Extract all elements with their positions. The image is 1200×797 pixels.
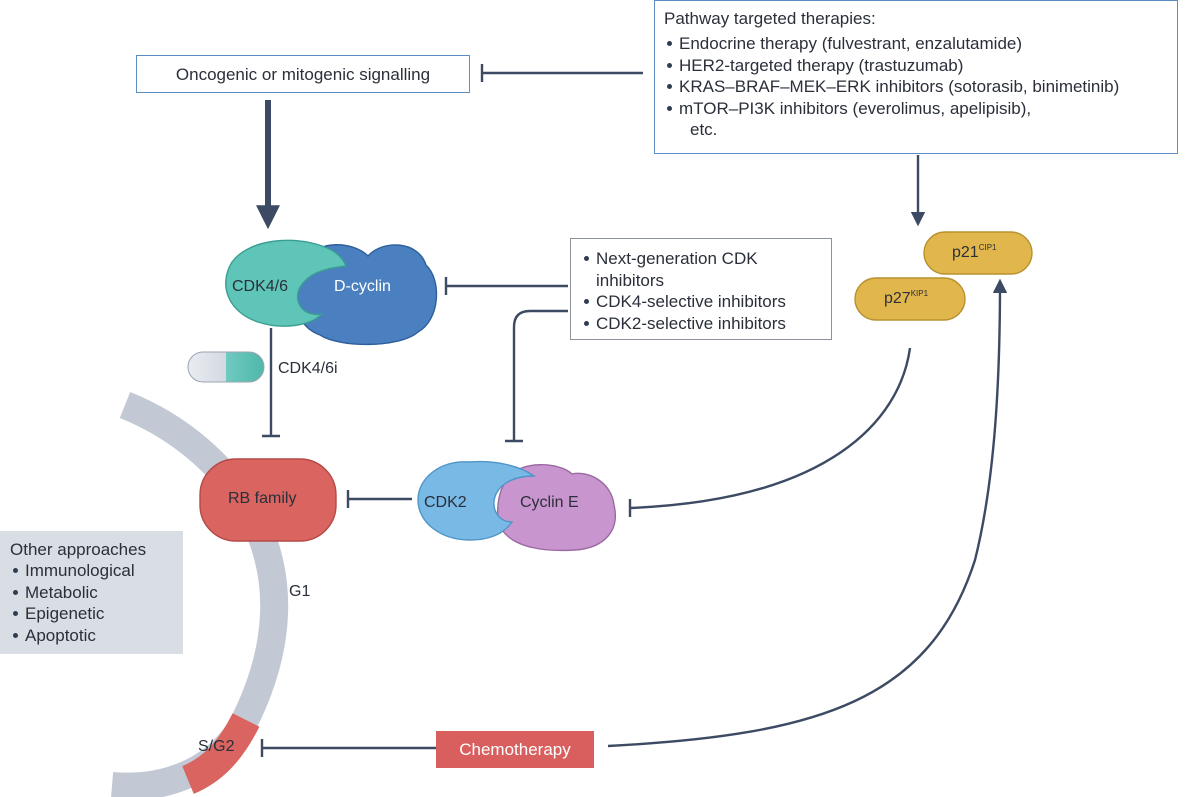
sg2-label: S/G2: [198, 738, 235, 755]
cdk46i-pill: [187, 351, 265, 383]
targeted-therapies-list: Endocrine therapy (fulvestrant, enzaluta…: [664, 33, 1167, 119]
other-approaches-title: Other approaches: [10, 540, 147, 559]
signalling-box: Oncogenic or mitogenic signalling: [136, 55, 470, 93]
targeted-therapies-box: Pathway targeted therapies: Endocrine th…: [654, 0, 1178, 154]
list-item: HER2-targeted therapy (trastuzumab): [664, 55, 1167, 77]
cdk46-protein: [225, 239, 347, 327]
list-item: Metabolic: [10, 582, 183, 604]
chemotherapy-box: Chemotherapy: [436, 731, 594, 768]
p21-superscript: CIP1: [978, 243, 997, 252]
other-approaches-box: Other approaches Immunological Metabolic…: [0, 531, 183, 654]
p27-superscript: KIP1: [910, 289, 929, 298]
signalling-label: Oncogenic or mitogenic signalling: [175, 64, 431, 84]
list-item: Endocrine therapy (fulvestrant, enzaluta…: [664, 33, 1167, 55]
list-item: CDK2-selective inhibitors: [581, 313, 821, 335]
list-item: Epigenetic: [10, 603, 183, 625]
list-item: Apoptotic: [10, 625, 183, 647]
list-item: CDK4-selective inhibitors: [581, 291, 821, 313]
list-item: KRAS–BRAF–MEK–ERK inhibitors (sotorasib,…: [664, 76, 1167, 98]
g1-label: G1: [289, 583, 311, 600]
p27-protein: [854, 277, 966, 321]
p21-protein: [923, 231, 1033, 275]
cdk-inhibitors-list: Next-generation CDK inhibitors CDK4-sele…: [581, 248, 821, 334]
targeted-therapies-title: Pathway targeted therapies:: [664, 9, 876, 28]
cdk2-label: CDK2: [424, 494, 467, 511]
list-item: Next-generation CDK inhibitors: [581, 248, 821, 291]
cdk-inhibitors-inhibit-cdk2: [512, 309, 568, 441]
list-item: Immunological: [10, 560, 183, 582]
targeted-therapies-tail: etc.: [690, 120, 718, 139]
p21-label: p21CIP1: [952, 243, 997, 262]
p27-label: p27KIP1: [884, 289, 928, 308]
sg2-phase-segment: [181, 713, 260, 794]
chemotherapy-label: Chemotherapy: [459, 739, 571, 759]
chemo-to-p21-arrow: [607, 278, 1008, 748]
cdk46-label: CDK4/6: [232, 278, 289, 295]
d-cyclin-label: D-cyclin: [334, 278, 391, 295]
list-item: mTOR–PI3K inhibitors (everolimus, apelip…: [664, 98, 1167, 120]
rb-family-protein: [199, 458, 337, 542]
rb-family-label: RB family: [228, 490, 297, 507]
cyclin-e-label: Cyclin E: [520, 494, 579, 511]
cdk46i-label: CDK4/6i: [278, 360, 338, 377]
p21-base: p21: [952, 244, 979, 261]
other-approaches-list: Immunological Metabolic Epigenetic Apopt…: [10, 560, 183, 646]
cdk-inhibitors-box: Next-generation CDK inhibitors CDK4-sele…: [570, 238, 832, 340]
p27-base: p27: [884, 290, 911, 307]
cdk2-protein: [417, 460, 537, 541]
p27-inhibit-cyclin-e: [629, 347, 912, 510]
